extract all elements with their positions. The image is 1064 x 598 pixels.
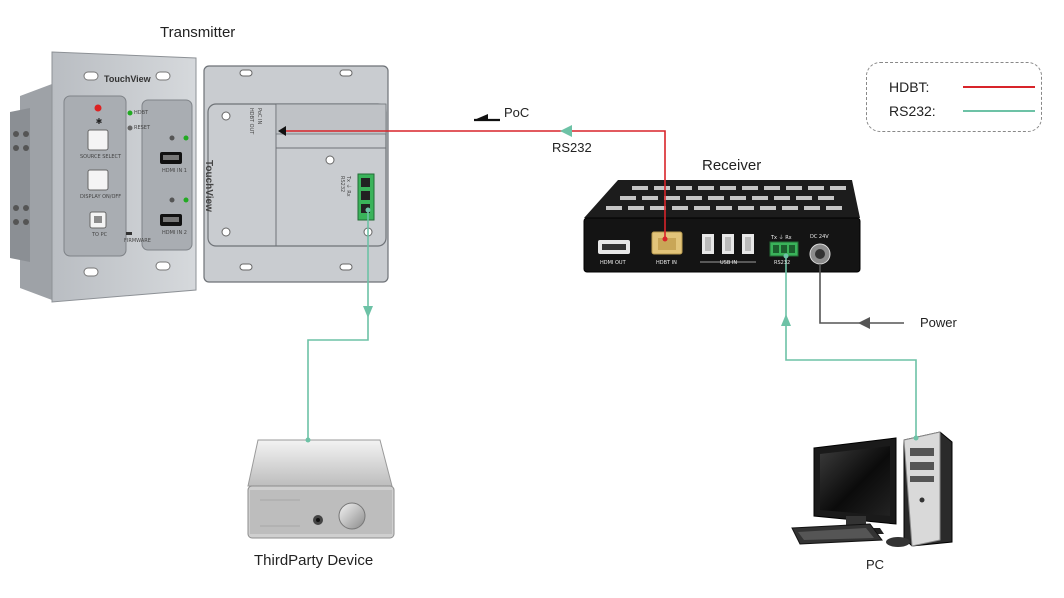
reset-label: RESET <box>134 125 151 131</box>
transmitter-label: Transmitter <box>160 24 236 41</box>
hdmi-out-label: HDMI OUT <box>600 260 626 266</box>
third-party-device <box>247 439 395 539</box>
firmware-label: FIRMWARE <box>124 238 151 244</box>
poc-label: PoC <box>504 105 530 120</box>
transmitter-back-plate <box>203 65 389 283</box>
hdbt-in-label: HDBT IN <box>656 260 677 266</box>
legend-hdbt-swatch <box>963 86 1035 88</box>
display-onoff-label: DISPLAY ON/OFF <box>80 194 122 200</box>
svg-text:✱: ✱ <box>96 117 103 126</box>
source-select-label: SOURCE SELECT <box>80 154 122 160</box>
receiver-rs232-label: RS232 <box>774 260 791 266</box>
receiver-box <box>583 180 861 273</box>
third-party-device-label: ThirdParty Device <box>254 552 374 569</box>
pc-computer <box>791 431 953 547</box>
usb-in-label: USB IN <box>720 260 738 266</box>
rs232-link-label: RS232 <box>552 140 592 155</box>
transmitter-front-brand: TouchView <box>104 74 151 84</box>
receiver-label: Receiver <box>702 157 762 174</box>
legend-row-hdbt: HDBT: <box>889 79 1035 95</box>
legend: HDBT: RS232: <box>866 62 1042 132</box>
hdmi-in-2-label: HDMI IN 2 <box>162 230 187 236</box>
dc-label: DC 24V <box>810 234 829 240</box>
hdbt-cable <box>278 126 668 242</box>
receiver-terminal-text: Tx ⏚ Rx <box>771 235 792 241</box>
legend-hdbt-label: HDBT: <box>889 79 930 95</box>
legend-rs232-label: RS232: <box>889 103 936 119</box>
poc-indicator-arrow <box>474 114 500 122</box>
transmitter-back-brand: TouchView <box>203 160 214 212</box>
poc-in-label: PoC IN <box>256 108 262 125</box>
power-label: Power <box>920 315 957 330</box>
legend-row-rs232: RS232: <box>889 103 1035 119</box>
rs232-back-label: RS232 <box>339 176 345 193</box>
power-cable <box>819 264 904 329</box>
legend-rs232-swatch <box>963 110 1035 112</box>
pc-label: PC <box>866 557 885 572</box>
hdbt-out-label: HDBT OUT <box>248 108 254 135</box>
transmitter-front-plate: ✱ <box>10 51 197 303</box>
rs232-link-arrow <box>560 125 572 137</box>
rs232-terminal-text: Tx ⏚ Rx <box>345 176 351 197</box>
hdbt-led-label: HDBT <box>134 110 149 116</box>
hdmi-in-1-label: HDMI IN 1 <box>162 168 187 174</box>
rs232-cable-receiver <box>781 253 919 441</box>
rs232-cable-transmitter <box>305 207 373 443</box>
to-pc-label: TO PC <box>92 232 108 238</box>
